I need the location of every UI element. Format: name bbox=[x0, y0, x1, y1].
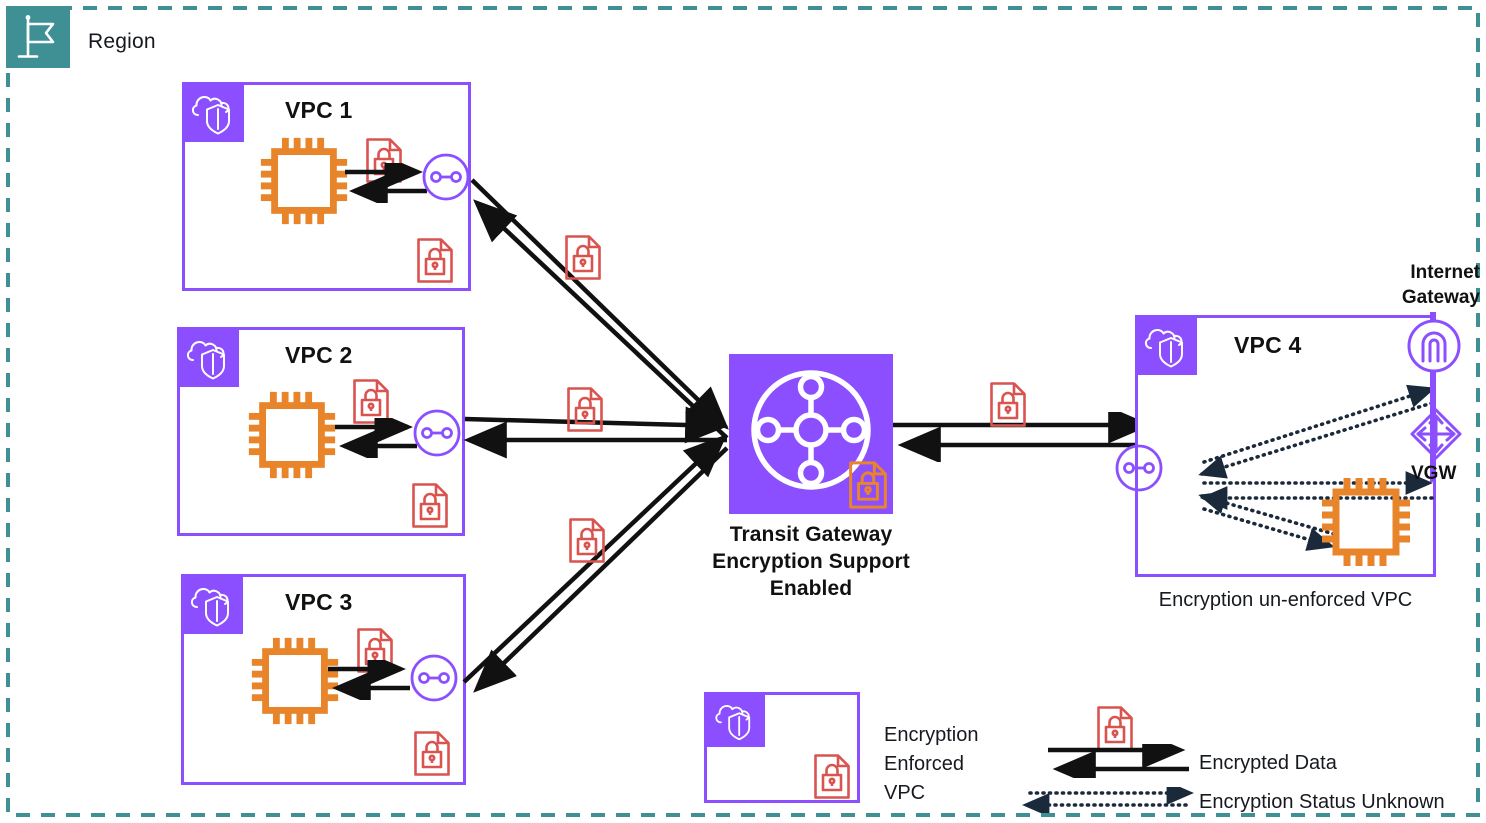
transit-gateway[interactable] bbox=[729, 354, 893, 514]
tgw-attachment-icon bbox=[412, 408, 462, 458]
transit-gateway-icon bbox=[751, 370, 871, 490]
vpc-2-internal-flow-arrows bbox=[335, 418, 420, 458]
vpc-1-title: VPC 1 bbox=[285, 97, 353, 123]
vgw-label: VGW bbox=[1411, 463, 1457, 484]
encrypted-document-lock-icon bbox=[352, 378, 390, 425]
encrypted-document-lock-icon bbox=[1096, 705, 1134, 752]
region-flag-icon bbox=[6, 6, 70, 68]
encrypted-document-lock-icon bbox=[848, 460, 888, 510]
legend-unknown-status-label: Encryption Status Unknown bbox=[1199, 791, 1445, 813]
vpc4-edge-line bbox=[1430, 312, 1436, 482]
legend-unknown-status-line bbox=[1022, 787, 1194, 813]
tgw-attachment-icon bbox=[409, 653, 459, 703]
transit-gateway-caption: Transit Gateway Encryption Support Enabl… bbox=[660, 521, 962, 602]
internet-gateway-icon[interactable] bbox=[1406, 318, 1462, 374]
legend-vpc-label: Encryption Enforced VPC bbox=[884, 721, 1064, 808]
vpc-cloud-shield-icon bbox=[185, 85, 244, 142]
ec2-cpu-icon bbox=[255, 132, 353, 230]
legend-vpc-label-line-2: Enforced bbox=[884, 753, 965, 775]
region-boundary bbox=[6, 6, 1480, 817]
vpc-4[interactable]: VPC 4 bbox=[1115, 315, 1436, 577]
tgw-attachment-icon bbox=[1114, 443, 1164, 493]
vpc-cloud-shield-icon bbox=[707, 695, 765, 747]
internet-gateway-label-line-2: Gateway bbox=[1401, 287, 1480, 308]
vpc-4-title: VPC 4 bbox=[1234, 332, 1302, 358]
ec2-cpu-icon bbox=[243, 386, 341, 484]
tgw-caption-line-3: Enabled bbox=[769, 577, 853, 600]
legend-vpc-swatch bbox=[704, 692, 860, 803]
ec2-cpu-icon bbox=[1316, 472, 1416, 572]
encrypted-document-lock-icon bbox=[989, 381, 1027, 428]
tgw-caption-line-1: Transit Gateway bbox=[729, 523, 893, 546]
encrypted-document-lock-icon bbox=[413, 730, 451, 777]
vpc-3-internal-flow-arrows bbox=[328, 660, 413, 700]
vpc-2-title: VPC 2 bbox=[285, 342, 353, 368]
vpc-cloud-shield-icon bbox=[184, 577, 243, 634]
vpc-4-caption: Encryption un-enforced VPC bbox=[1158, 589, 1413, 611]
encrypted-document-lock-icon bbox=[566, 386, 604, 433]
vpc-cloud-shield-icon bbox=[1138, 318, 1197, 375]
encrypted-document-lock-icon bbox=[564, 234, 602, 281]
internet-gateway-label-line-1: Internet bbox=[1410, 262, 1480, 283]
encrypted-document-lock-icon bbox=[416, 237, 454, 284]
vpc-1-internal-flow-arrows bbox=[345, 163, 430, 203]
vpc-cloud-shield-icon bbox=[180, 330, 239, 387]
encrypted-document-lock-icon bbox=[568, 517, 606, 564]
tgw-caption-line-2: Encryption Support bbox=[712, 550, 910, 573]
vpc-2[interactable]: VPC 2 bbox=[177, 327, 465, 536]
encrypted-document-lock-icon bbox=[411, 482, 449, 529]
tgw-attachment-icon bbox=[421, 152, 471, 202]
virtual-private-gateway-icon[interactable] bbox=[1406, 404, 1466, 464]
legend-encrypted-data-label: Encrypted Data bbox=[1199, 752, 1337, 774]
legend-vpc-label-line-1: Encryption bbox=[884, 724, 979, 746]
encrypted-document-lock-icon bbox=[813, 753, 851, 800]
legend-encrypted-data-line bbox=[1048, 744, 1193, 778]
region-label: Region bbox=[88, 30, 156, 53]
vpc-to-tgw-connections bbox=[455, 170, 745, 700]
internet-gateway-label: Internet Gateway bbox=[1300, 260, 1480, 310]
vpc-3-title: VPC 3 bbox=[285, 589, 353, 615]
legend-vpc-label-line-3: VPC bbox=[884, 782, 926, 804]
